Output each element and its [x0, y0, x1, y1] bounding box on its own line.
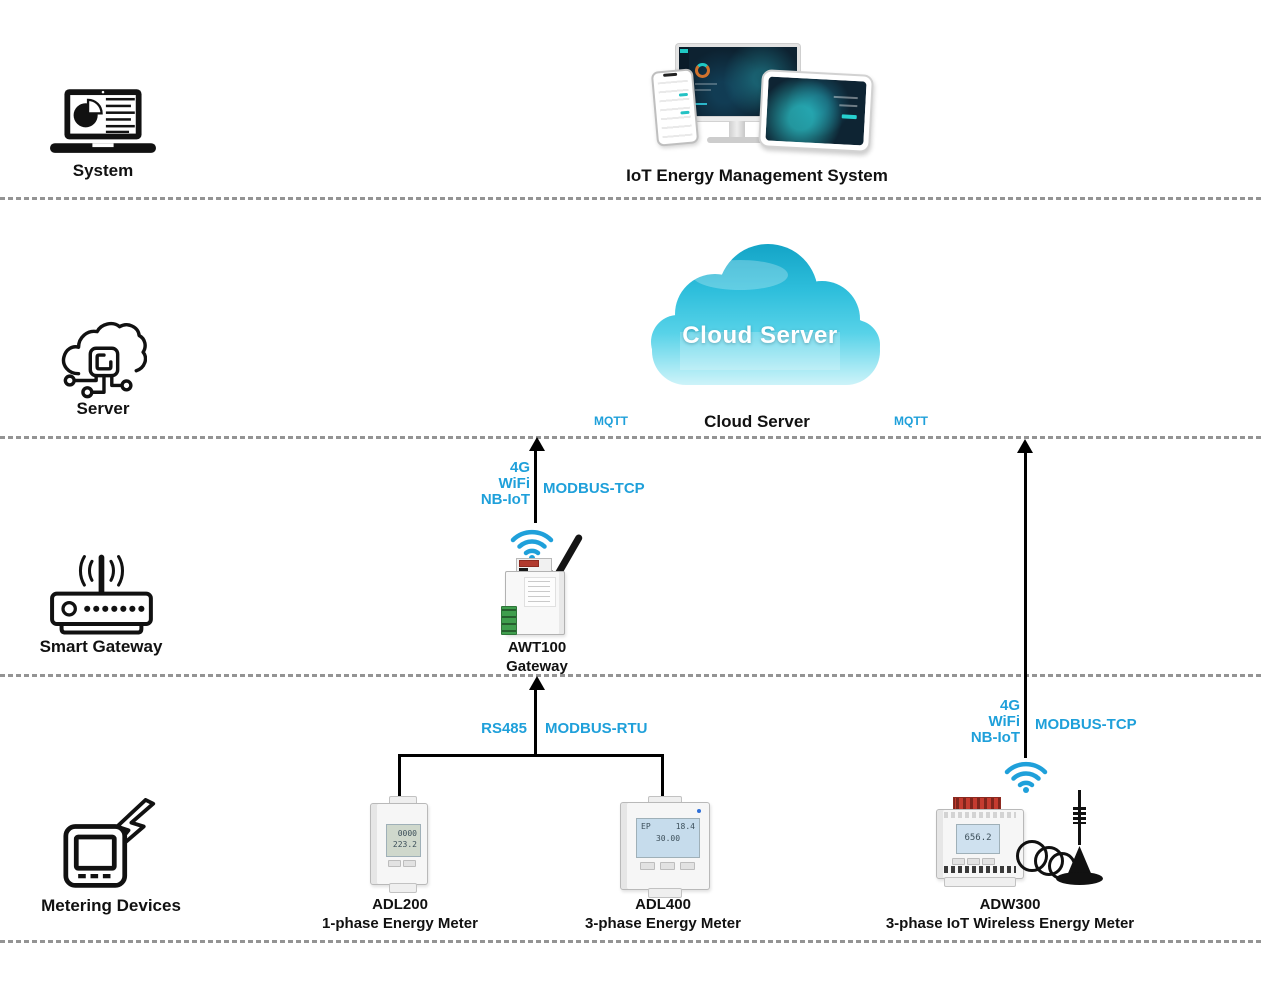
adw300-button	[952, 858, 965, 865]
network-4g: 4G	[509, 459, 530, 476]
tablet-text-line	[839, 104, 858, 108]
adl400-button	[680, 862, 695, 870]
gateway-uplink-line	[534, 449, 537, 523]
phone-notch	[663, 72, 678, 77]
network-nbiot: NB-IoT	[480, 491, 530, 508]
network-wifi: WiFi	[988, 713, 1020, 730]
network-wifi: WiFi	[498, 475, 530, 492]
mqtt-label-right: MQTT	[894, 414, 928, 428]
adw300-uplink-line	[1024, 451, 1027, 758]
adw300-uplink-arrowhead	[1017, 439, 1033, 453]
wifi-signal-icon	[510, 529, 554, 561]
cloud-network-icon	[61, 321, 147, 399]
adl400-model: ADL400	[635, 896, 691, 913]
adl200-desc: 1-phase Energy Meter	[322, 915, 478, 932]
adl200-lcd-row1: 0000	[397, 829, 417, 838]
layer-label-metering-devices: Metering Devices	[41, 896, 181, 915]
awt100-port	[519, 568, 528, 573]
adl400-desc: 3-phase Energy Meter	[585, 915, 741, 932]
gateway-uplink-protocol: MODBUS-TCP	[543, 480, 645, 497]
network-nbiot: NB-IoT	[970, 729, 1020, 746]
adl200-drop-line	[398, 754, 401, 800]
monitor-text-bar	[695, 83, 717, 85]
adw300-uplink-networks: 4G WiFi NB-IoT	[910, 698, 1020, 746]
adl200-lcd-row2: 223.2	[392, 840, 417, 849]
layer-label-server: Server	[76, 399, 130, 418]
adw300-lcd: 656.2	[956, 824, 1000, 854]
adl200-label: ADL200 1-phase Energy Meter	[300, 895, 500, 933]
cloud-title: Cloud Server	[682, 322, 838, 349]
external-antenna-base	[1056, 872, 1103, 885]
awt100-label-sticker	[524, 577, 556, 607]
mqtt-label-left: MQTT	[594, 414, 628, 428]
rs485-arrowhead	[529, 676, 545, 690]
adl400-status-led	[697, 809, 701, 813]
monitor-button-bar	[695, 103, 707, 105]
monitor-text-bar	[695, 89, 711, 91]
adw300-label: ADW300 3-phase IoT Wireless Energy Meter	[860, 895, 1160, 933]
monitor-gauge-chart	[695, 63, 710, 78]
layer-divider-system-server	[0, 197, 1264, 200]
adl200-lcd: 0000 223.2	[386, 824, 421, 857]
adw300-lcd-value: 656.2	[964, 833, 992, 843]
layer-divider-server-gateway	[0, 436, 1264, 439]
adl200-din-tab-bottom	[389, 883, 417, 893]
adl200-button	[403, 860, 416, 867]
adl400-din-tab-bottom	[648, 888, 682, 898]
adl400-drop-line	[661, 754, 664, 798]
adw300-din-tab-bottom	[944, 877, 1016, 887]
wireless-router-icon	[50, 554, 153, 635]
tablet-login-button	[841, 114, 857, 120]
layer-label-smart-gateway: Smart Gateway	[39, 637, 163, 656]
monitor-sidebar-accent	[680, 49, 688, 53]
cloud-server-graphic	[651, 244, 880, 385]
external-antenna-coil	[1073, 807, 1086, 824]
adl400-lcd-value1: 18.4	[675, 822, 695, 831]
tablet-text-line	[833, 95, 858, 100]
dashboard-tablet	[758, 69, 874, 153]
adw300-model: ADW300	[979, 896, 1041, 913]
adl400-lcd-tag: EP	[641, 822, 651, 831]
layer-divider-bottom	[0, 940, 1264, 943]
gateway-uplink-networks: 4G WiFi NB-IoT	[420, 460, 530, 508]
adw300-button	[982, 858, 995, 865]
bus-branch-line	[398, 754, 664, 757]
system-title: IoT Energy Management System	[626, 166, 888, 185]
energy-meter-bolt-icon	[63, 798, 156, 888]
wifi-signal-icon	[1004, 761, 1048, 793]
adw300-uplink-protocol: MODBUS-TCP	[1035, 716, 1137, 733]
cloud-caption: Cloud Server	[704, 412, 810, 431]
modbus-rtu-label: MODBUS-RTU	[545, 720, 648, 737]
awt100-terminal-block	[501, 606, 517, 635]
adw300-desc: 3-phase IoT Wireless Energy Meter	[885, 915, 1135, 932]
adl400-lcd-value2: 30.00	[655, 834, 681, 843]
adl400-label: ADL400 3-phase Energy Meter	[563, 895, 763, 933]
laptop-chart-icon	[50, 89, 156, 153]
adl200-model: ADL200	[372, 896, 428, 913]
adl400-button	[640, 862, 655, 870]
gateway-uplink-arrowhead	[529, 437, 545, 451]
mobile-app-phone	[650, 68, 700, 147]
rs485-riser-line	[534, 688, 537, 755]
adl400-button	[660, 862, 675, 870]
adw300-terminal-teeth-top	[944, 812, 1016, 818]
rs485-label: RS485	[481, 720, 527, 737]
layer-divider-gateway-metering	[0, 674, 1264, 677]
tablet-screen	[765, 76, 867, 146]
gateway-role: Gateway	[506, 658, 568, 675]
adw300-button	[967, 858, 980, 865]
layer-label-system: System	[72, 161, 134, 180]
awt100-indicator-display	[519, 560, 539, 567]
monitor-stand-base	[707, 137, 767, 143]
gateway-node-label: AWT100 Gateway	[477, 638, 597, 676]
monitor-stand	[729, 121, 745, 138]
adl400-lcd: EP 18.4 30.00	[636, 818, 700, 858]
network-4g: 4G	[999, 697, 1020, 714]
adl200-button	[388, 860, 401, 867]
adw300-terminal-teeth-bottom	[944, 866, 1016, 873]
gateway-model: AWT100	[507, 639, 567, 656]
